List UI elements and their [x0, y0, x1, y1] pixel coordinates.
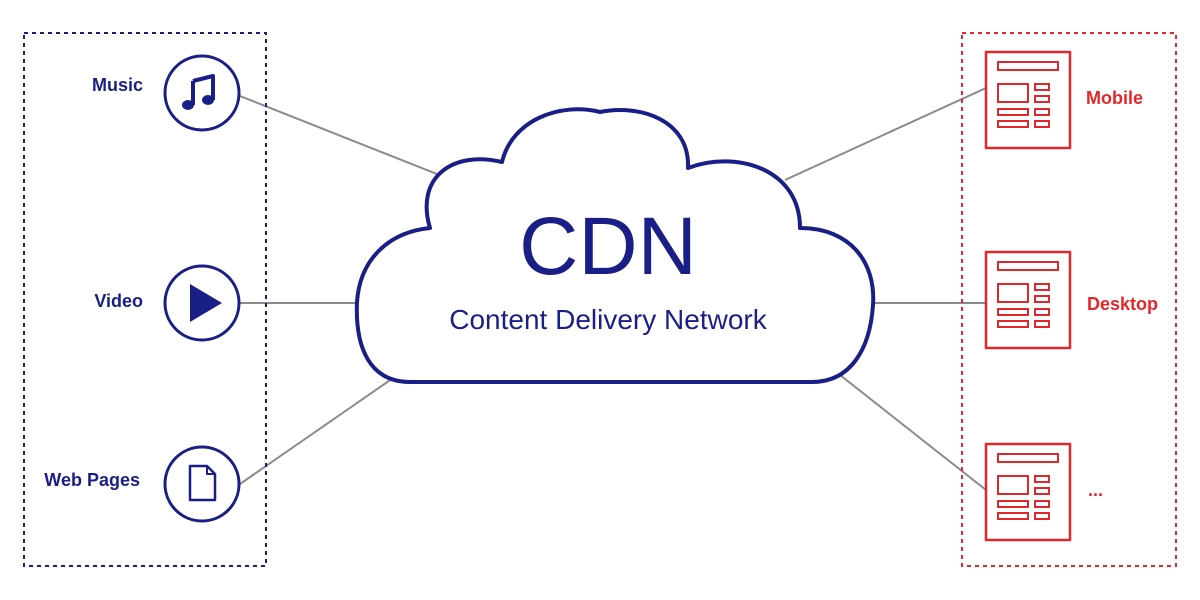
cloud-shape: [354, 107, 876, 384]
target-label-desktop: Desktop: [1087, 294, 1158, 314]
connector-cdn-mobile: [784, 87, 987, 181]
target-more: ...: [984, 442, 1103, 542]
source-label-web-pages: Web Pages: [44, 470, 140, 490]
source-video: Video: [94, 264, 241, 342]
web-page-layout-icon: [984, 442, 1072, 542]
music-note-icon: [163, 54, 241, 132]
connector-cdn-more: [839, 374, 987, 491]
target-mobile: Mobile: [984, 50, 1143, 150]
source-label-music: Music: [92, 75, 143, 95]
target-label-mobile: Mobile: [1086, 88, 1143, 108]
target-desktop: Desktop: [984, 250, 1158, 350]
targets-group-box: [961, 32, 1177, 567]
sources-group-box: [23, 32, 267, 567]
play-icon: [163, 264, 241, 342]
web-page-layout-icon: [984, 50, 1072, 150]
document-icon: [163, 445, 241, 523]
cdn-subtitle: Content Delivery Network: [449, 304, 767, 335]
connector-webpages-cdn: [239, 375, 397, 485]
web-page-layout-icon: [984, 250, 1072, 350]
source-music: Music: [92, 54, 241, 132]
source-label-video: Video: [94, 291, 143, 311]
cdn-cloud: CDN Content Delivery Network: [354, 107, 876, 384]
source-web-pages: Web Pages: [44, 445, 241, 523]
connector-music-cdn: [239, 95, 453, 181]
cdn-title: CDN: [519, 201, 697, 292]
target-label-more: ...: [1088, 480, 1103, 500]
